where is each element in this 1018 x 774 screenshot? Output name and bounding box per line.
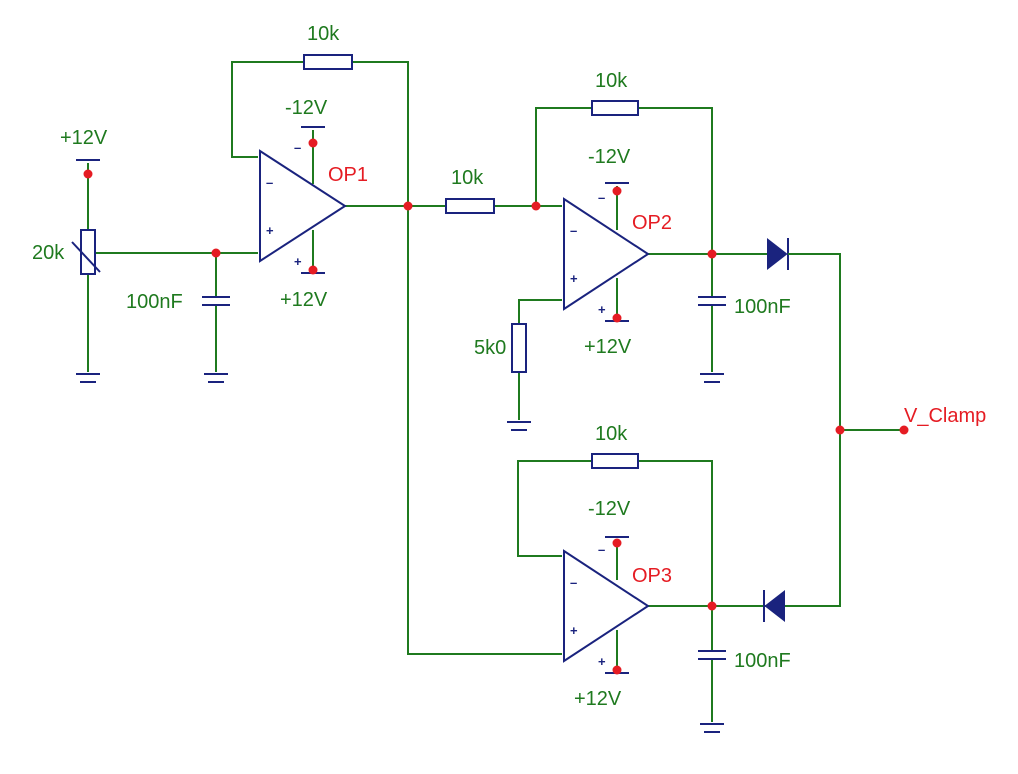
- resistor-5k0: [511, 323, 527, 373]
- resistor-op2-feedback: [591, 100, 639, 116]
- op2-cap-label: 100nF: [734, 296, 791, 318]
- opamp-op2: [563, 197, 650, 311]
- resistor-op1-feedback: [303, 54, 353, 70]
- op2-plus-pin: +: [570, 271, 578, 286]
- op2-feedback-resistor-label: 10k: [595, 70, 628, 92]
- wires: [87, 61, 904, 722]
- pot-supply-label: +12V: [60, 127, 108, 149]
- potentiometer-20k: [71, 229, 101, 275]
- op1-minus-pin: –: [266, 175, 273, 190]
- ground-symbols: [76, 373, 724, 733]
- input-cap-label: 100nF: [126, 291, 183, 313]
- opamp-op1: [259, 149, 347, 263]
- resistor-op2-input: [445, 198, 495, 214]
- op1-feedback-resistor-label: 10k: [307, 23, 340, 45]
- capacitor-op3: [698, 650, 726, 660]
- op1-neg-supply-label: -12V: [285, 97, 328, 119]
- op3-cap-label: 100nF: [734, 650, 791, 672]
- op2-name-label: OP2: [632, 212, 672, 234]
- ground-icon: [700, 373, 724, 383]
- op1-name-label: OP1: [328, 164, 368, 186]
- op2-supply-minus-mark: –: [598, 190, 605, 205]
- resistor-op3-feedback: [591, 453, 639, 469]
- op2-resistor-5k0-label: 5k0: [474, 337, 506, 359]
- op3-plus-pin: +: [570, 623, 578, 638]
- output-label: V_Clamp: [904, 405, 986, 427]
- pot-value-label: 20k: [32, 242, 65, 264]
- op3-neg-supply-label: -12V: [588, 498, 631, 520]
- op2-pos-supply-label: +12V: [584, 336, 632, 358]
- op1-supply-minus-mark: –: [294, 140, 301, 155]
- junction-dots: [83, 138, 909, 675]
- op3-name-label: OP3: [632, 565, 672, 587]
- ground-icon: [204, 373, 228, 383]
- ground-icon: [76, 373, 100, 383]
- opamp-op3: [563, 549, 650, 663]
- op1-supply-plus-mark: +: [294, 254, 302, 269]
- op3-supply-plus-mark: +: [598, 654, 606, 669]
- ground-icon: [507, 421, 531, 431]
- op3-pos-supply-label: +12V: [574, 688, 622, 710]
- capacitor-op2: [698, 296, 726, 306]
- op2-neg-supply-label: -12V: [588, 146, 631, 168]
- capacitor-input: [202, 296, 230, 306]
- op1-plus-pin: +: [266, 223, 274, 238]
- op2-minus-pin: –: [570, 223, 577, 238]
- diode-op2-icon: [767, 237, 824, 271]
- op1-pos-supply-label: +12V: [280, 289, 328, 311]
- supply-bars: [76, 126, 629, 674]
- diode-op3-icon: [763, 589, 785, 623]
- op3-feedback-resistor-label: 10k: [595, 423, 628, 445]
- ground-icon: [700, 723, 724, 733]
- op3-minus-pin: –: [570, 575, 577, 590]
- op2-supply-plus-mark: +: [598, 302, 606, 317]
- op2-input-resistor-label: 10k: [451, 167, 484, 189]
- op3-supply-minus-mark: –: [598, 542, 605, 557]
